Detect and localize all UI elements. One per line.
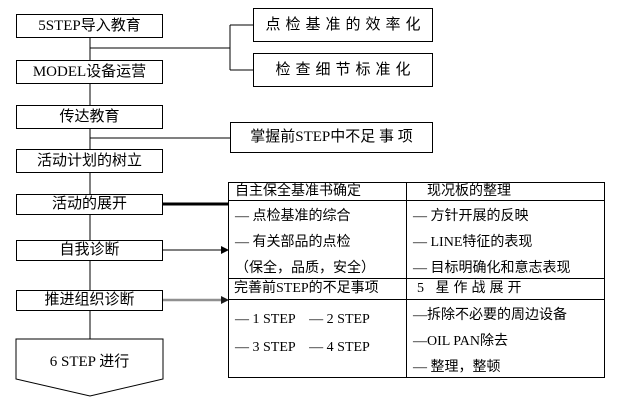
flow-box-self-diagnosis: 自我诊断 [16, 240, 163, 261]
six-step-terminal-label: 6 STEP 进行 [49, 353, 130, 370]
table-col2-header2: 5 星作战展开 [417, 281, 526, 296]
detail-table: 自主保全基准书确定 现况板的整理 — 点检基准的综合 — 有关部品的点检 （保全… [228, 182, 605, 378]
flow-box-relay-education: 传达教育 [16, 105, 163, 129]
table-col2-body1: — 方针开展的反映 — LINE特征的表现 — 目标明确化和意志表现 [407, 201, 604, 278]
table-col2-body1-row2: — LINE特征的表现 [413, 235, 533, 250]
table-col2-body2: —拆除不必要的周边设备 —OIL PAN除去 — 整理，整顿 [407, 300, 604, 377]
table-row-line-1 [229, 200, 604, 201]
table-row-line-3 [229, 299, 604, 300]
callout-box-check-standardization: 检查细节标准化 [253, 53, 433, 87]
flow-box-activity-deploy: 活动的展开 [16, 194, 163, 215]
table-row-line-2 [229, 278, 604, 279]
branch-to-callouts-connector [90, 24, 253, 71]
flow-box-model-equipment: MODEL设备运营 [16, 60, 163, 84]
table-col2-header1: 现况板的整理 [427, 184, 511, 199]
table-col1-body1-row3: （保全，品质，安全） [235, 261, 375, 276]
table-column-divider [406, 183, 407, 377]
table-col1-body2-row1: — 1 STEP — 2 STEP [235, 312, 370, 327]
arrow-head-self-diagnosis [221, 246, 229, 254]
arrow-head-org-diagnosis [221, 296, 229, 304]
flow-box-5step-intro-education: 5STEP导入教育 [16, 14, 163, 38]
callout-box-prev-step-shortage: 掌握前STEP中不足 事 项 [230, 122, 433, 153]
six-step-pentagon [15, 338, 164, 397]
table-col1-body1-row2: — 有关部品的点检 [235, 235, 351, 250]
flow-box-org-diagnosis: 推进组织诊断 [16, 290, 163, 311]
table-col1-header2: 完善前STEP的不足事项 [234, 281, 379, 296]
table-col1-body1-row1: — 点检基准的综合 [235, 209, 351, 224]
flow-box-activity-plan: 活动计划的树立 [16, 149, 163, 173]
table-col2-body1-row1: — 方针开展的反映 [413, 209, 529, 224]
table-col2-body2-row2: —OIL PAN除去 [413, 334, 509, 349]
table-col2-body2-row3: — 整理，整顿 [413, 360, 501, 375]
table-col2-body1-row3: — 目标明确化和意志表现 [413, 261, 571, 276]
table-col1-body1: — 点检基准的综合 — 有关部品的点检 （保全，品质，安全） [229, 201, 406, 278]
table-col2-body2-row1: —拆除不必要的周边设备 [413, 308, 567, 323]
callout-box-inspection-efficiency: 点检基准的效率化 [253, 8, 433, 42]
table-col1-body2: — 1 STEP — 2 STEP — 3 STEP — 4 STEP [229, 300, 406, 377]
table-col1-header1: 自主保全基准书确定 [235, 184, 361, 199]
table-col1-body2-row2: — 3 STEP — 4 STEP [235, 340, 370, 355]
